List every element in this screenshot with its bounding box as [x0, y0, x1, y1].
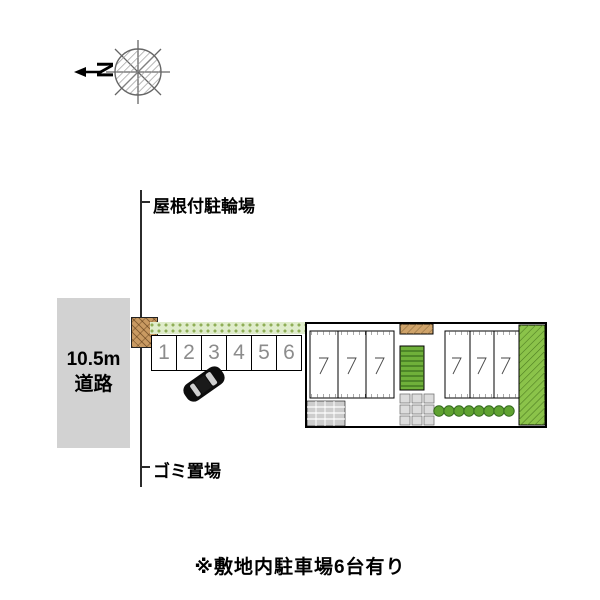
car-icon [183, 366, 225, 402]
stall-number: 4 [233, 341, 245, 364]
road-name-label: 道路 [74, 374, 113, 395]
brick-paving [306, 400, 346, 427]
compass-rose [74, 40, 170, 104]
north-label: N [91, 61, 118, 78]
shrub-row [433, 405, 515, 417]
road-width-label: 10.5m [66, 349, 121, 371]
bike-shed-label: 屋根付駐輪場 [153, 197, 255, 216]
parking-stalls: 1 2 3 4 5 6 [151, 335, 302, 371]
entrance-tiles [399, 393, 435, 426]
door-marks [319, 357, 511, 375]
parking-stall: 6 [277, 336, 301, 370]
left-wing-windows-bottom [310, 394, 394, 398]
stall-number: 2 [183, 341, 195, 364]
stall-number: 5 [258, 341, 270, 364]
right-wing-windows-top [445, 331, 519, 335]
left-wing-windows-top [310, 331, 394, 335]
right-wing-windows-bottom [445, 394, 519, 398]
garbage-leader-line [142, 466, 150, 468]
side-garden [518, 324, 546, 426]
garbage-label: ゴミ置場 [153, 462, 221, 481]
parking-stall: 3 [202, 336, 227, 370]
parking-stall: 4 [227, 336, 252, 370]
parking-stall: 5 [252, 336, 277, 370]
parking-stall: 2 [177, 336, 202, 370]
compass-circle [114, 48, 162, 96]
north-arrow-icon [74, 67, 102, 77]
parking-stall: 1 [152, 336, 177, 370]
footer-note: ※敷地内駐車場6台有り [194, 557, 406, 578]
stall-number: 3 [208, 341, 220, 364]
stall-number: 1 [158, 341, 170, 364]
staircase [399, 345, 425, 391]
entrance-canopy [399, 323, 434, 335]
building-plan [305, 322, 547, 428]
hedge-strip [150, 322, 306, 334]
bike-shed-leader-line [142, 201, 150, 203]
stall-number: 6 [283, 341, 295, 364]
road-block: 10.5m 道路 [57, 298, 130, 448]
